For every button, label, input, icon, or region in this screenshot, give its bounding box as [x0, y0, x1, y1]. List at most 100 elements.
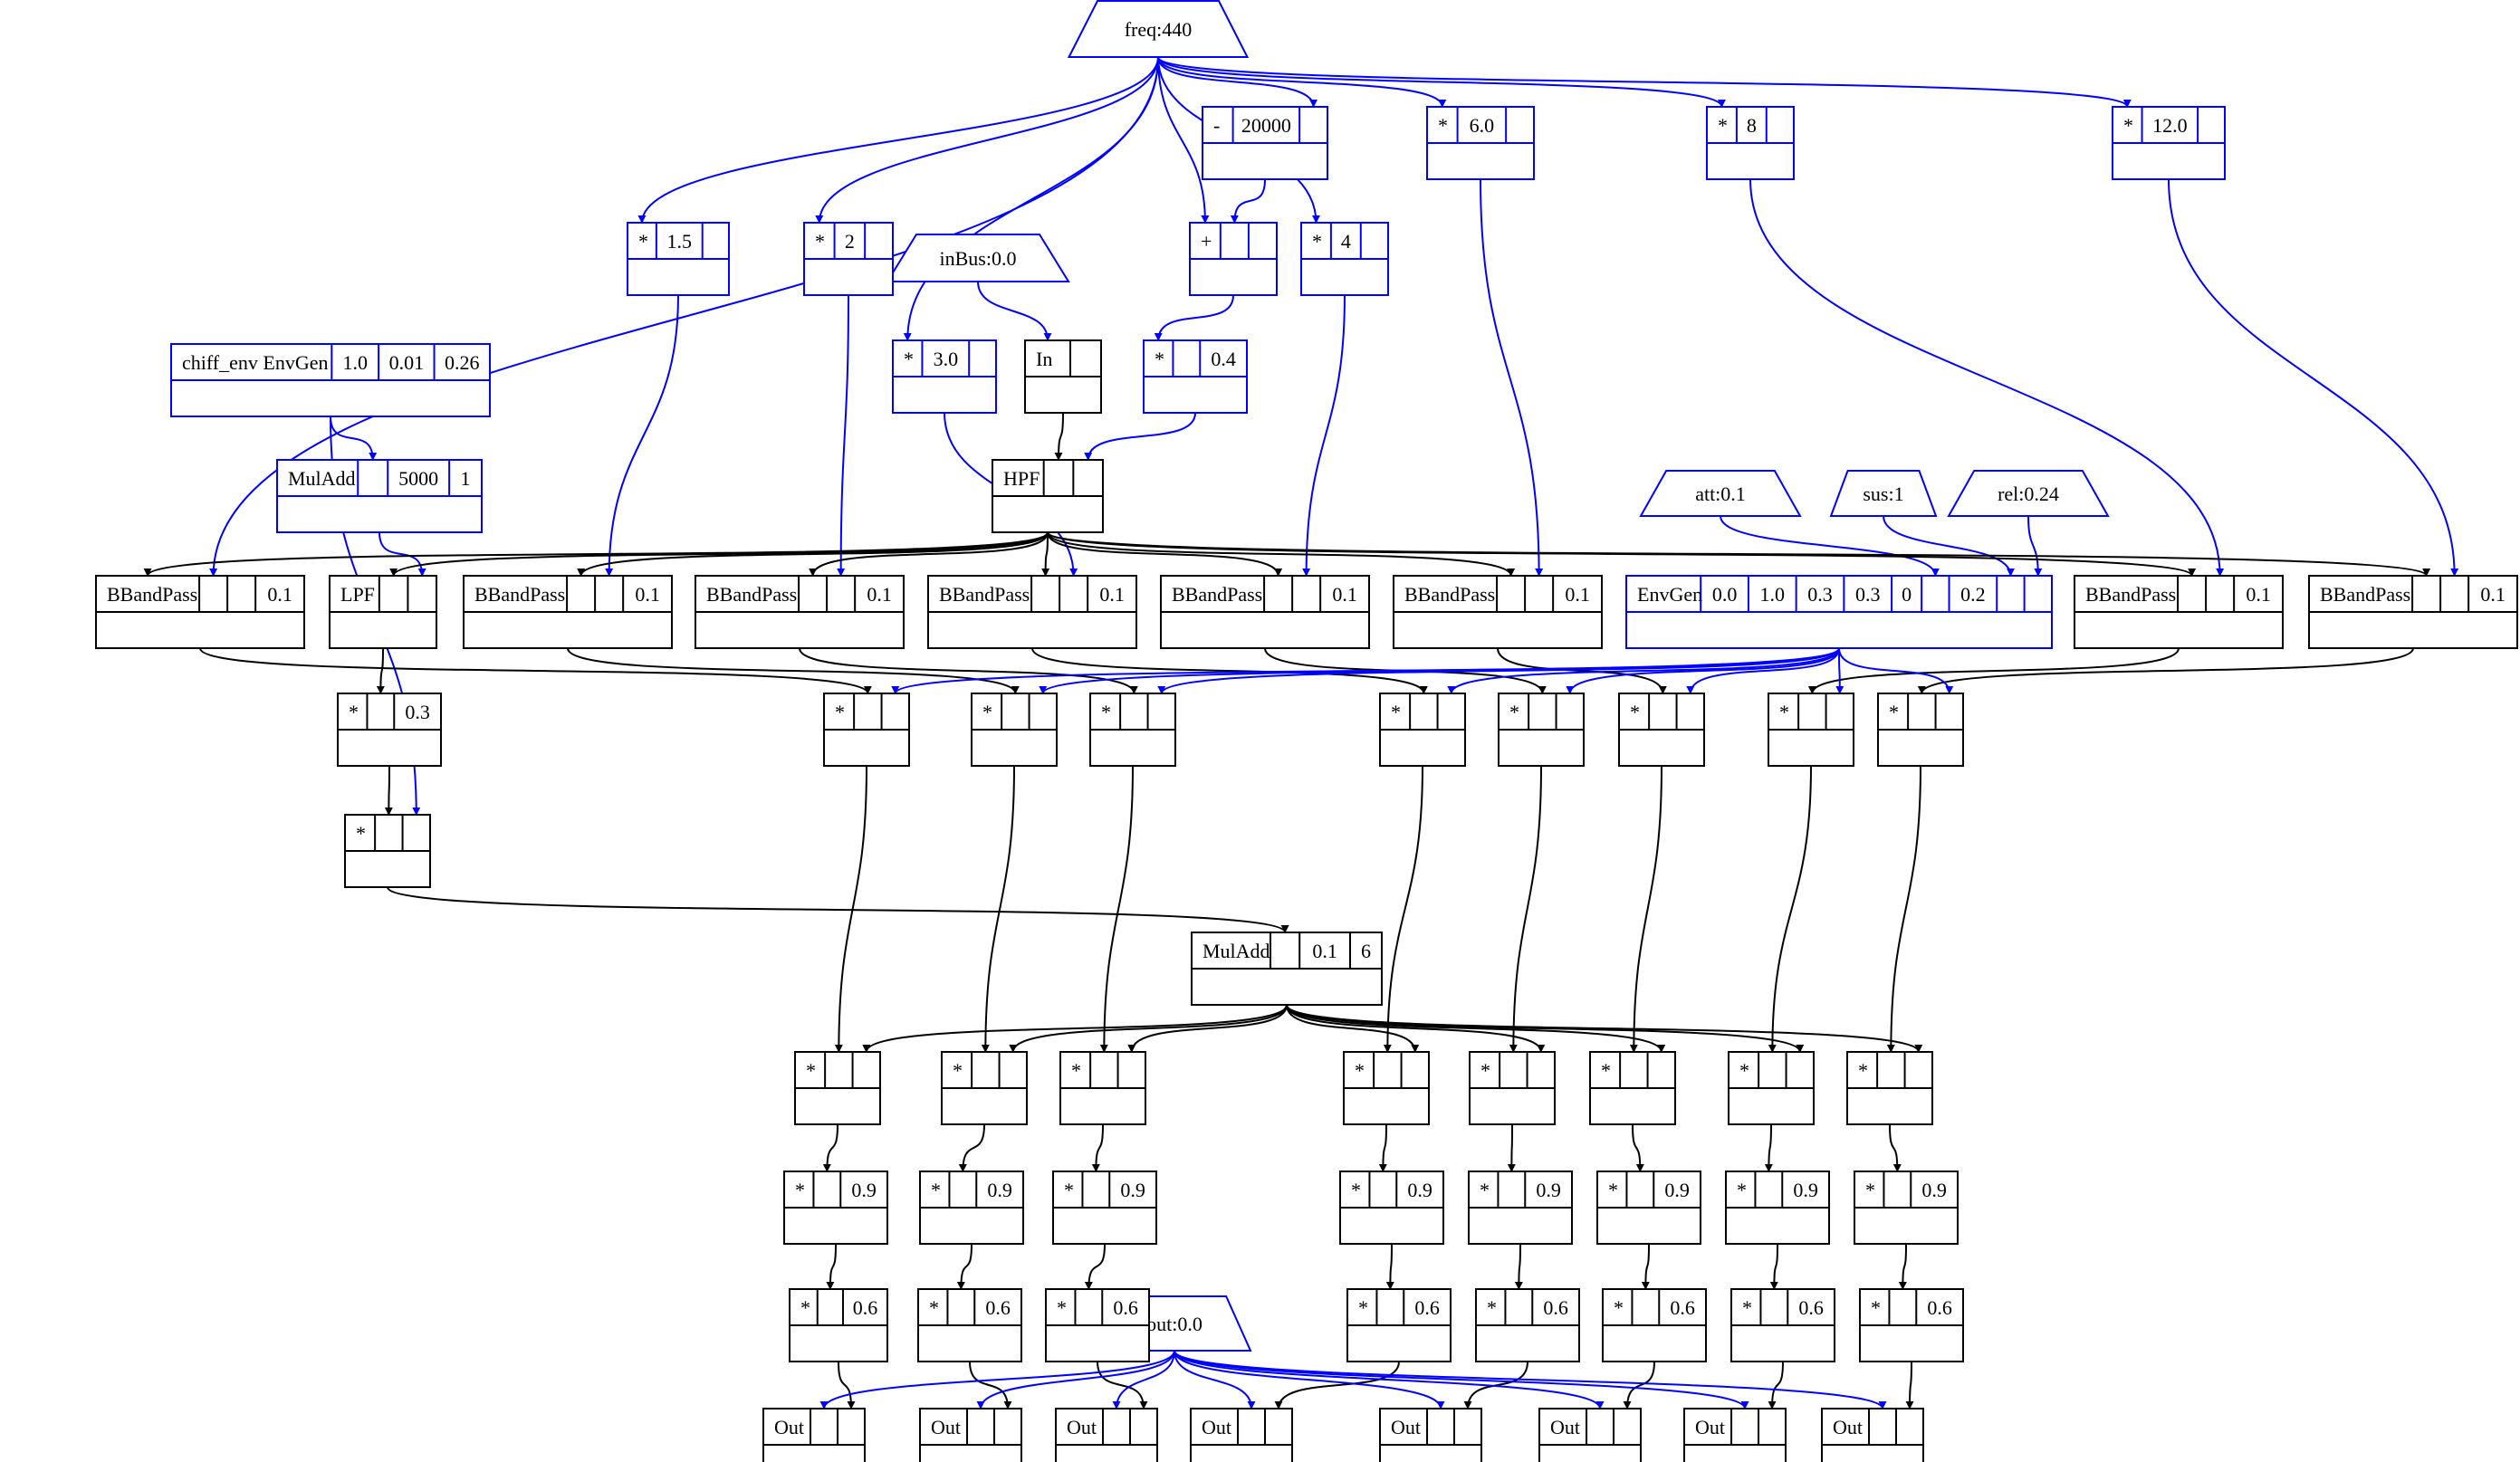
cell-label: * — [904, 348, 914, 370]
edge-muladd2-r6g — [1286, 1004, 1805, 1053]
cell-label: * — [1865, 1179, 1875, 1201]
edge-freq-m2 — [815, 56, 1159, 224]
cell-label: 0.1 — [1312, 940, 1337, 962]
cell-label: 0.1 — [635, 583, 660, 606]
cell-label: * — [806, 1059, 816, 1082]
cell-label: * — [1438, 114, 1448, 137]
edge-bp8-r4h — [1917, 647, 2414, 694]
edge-r7c-r8c — [1084, 1243, 1106, 1290]
edge-out-outa — [819, 1350, 1175, 1409]
edge-inbus-in — [977, 281, 1052, 341]
edge-r4h-r6h — [1886, 765, 1921, 1053]
node-m6: *6.0 — [1426, 106, 1535, 180]
edge-r7f-r8f — [1641, 1243, 1650, 1290]
edge-add-m04 — [1154, 294, 1234, 341]
cell-label: Out — [1550, 1416, 1580, 1438]
cell-label: * — [1718, 114, 1728, 137]
cell-label: * — [800, 1296, 810, 1319]
cell-label: 0.6 — [1927, 1296, 1952, 1319]
cell-label: BBandPass — [939, 583, 1030, 606]
cell-label: 0.4 — [1211, 348, 1236, 370]
input-sus: sus:1 — [1829, 470, 1938, 517]
node-mstar: * — [344, 814, 431, 888]
cell-label: * — [1064, 1179, 1074, 1201]
input-shape — [1829, 470, 1938, 517]
edge-in-hpf — [1054, 412, 1064, 461]
cell-label: * — [1351, 1179, 1361, 1201]
edge-r4d-r6d — [1383, 765, 1423, 1053]
input-rel: rel:0.24 — [1947, 470, 2110, 517]
edge-r8f-outf — [1623, 1361, 1655, 1409]
cell-label: LPF — [340, 583, 375, 606]
cell-label: * — [356, 822, 366, 845]
cell-label: 0.9 — [1664, 1179, 1690, 1201]
cell-label: 0.9 — [1921, 1179, 1947, 1201]
edge-muladd2-r6f — [1286, 1004, 1666, 1053]
node-r4c: * — [1089, 693, 1176, 767]
node-r4f: * — [1618, 693, 1705, 767]
cell-label: 2 — [845, 230, 855, 253]
edge-envgen-r4d — [1447, 647, 1840, 694]
cell-label: MulAdd — [1203, 940, 1270, 962]
cell-label: * — [1737, 1179, 1747, 1201]
edge-bp7-r4g — [1807, 647, 2180, 694]
edge-sub-add — [1230, 178, 1266, 224]
cell-label: 0.0 — [1712, 583, 1738, 606]
edge-r7b-r8b — [956, 1243, 973, 1290]
edge-r6g-r7g — [1764, 1123, 1773, 1172]
node-r6d: * — [1343, 1051, 1430, 1125]
cell-label: BBandPass — [2085, 583, 2176, 606]
node-r4b: * — [971, 693, 1058, 767]
node-r7d: * 0.9 — [1339, 1171, 1444, 1245]
node-outf: Out — [1538, 1408, 1642, 1462]
node-r8a: *0.6 — [789, 1288, 888, 1362]
node-r4d: * — [1379, 693, 1466, 767]
cell-label: 0.1 — [867, 583, 892, 606]
input-label: freq:440 — [1125, 18, 1193, 41]
edge-r8b-outb — [969, 1361, 1012, 1409]
node-r4h: * — [1877, 693, 1964, 767]
cell-label: * — [1509, 701, 1519, 723]
cell-label: Out — [1695, 1416, 1725, 1438]
edge-freq-sub — [1157, 56, 1318, 108]
node-r7h: * 0.9 — [1854, 1171, 1959, 1245]
edge-r8c-outc — [1097, 1361, 1148, 1409]
node-r6g: * — [1728, 1051, 1815, 1125]
cell-label: 0.1 — [267, 583, 292, 606]
cell-label: 0.01 — [389, 351, 425, 374]
cell-label: * — [1480, 1179, 1490, 1201]
node-r8e: *0.6 — [1475, 1288, 1580, 1362]
cell-label: * — [1101, 701, 1111, 723]
cell-label: Out — [931, 1416, 961, 1438]
input-shape — [1947, 470, 2110, 517]
input-label: out:0.0 — [1146, 1313, 1203, 1335]
cell-label: 0.3 — [405, 701, 430, 723]
cell-label: BBandPass — [107, 583, 197, 606]
node-outa: Out — [762, 1408, 866, 1462]
cell-label: 0.9 — [1407, 1179, 1432, 1201]
edge-r8g-outg — [1768, 1361, 1784, 1409]
node-m04: *0.4 — [1143, 339, 1248, 414]
edge-r4b-r6b — [981, 765, 1015, 1053]
cell-label: * — [1614, 1296, 1624, 1319]
edge-hpf-bp4 — [1041, 531, 1050, 577]
cell-label: BBandPass — [706, 583, 797, 606]
cell-label: * — [982, 701, 992, 723]
edge-r7e-r8e — [1514, 1243, 1523, 1290]
edge-bp1-r4a — [199, 647, 872, 694]
cell-label: 0.6 — [1113, 1296, 1138, 1319]
edge-r7a-r8a — [826, 1243, 837, 1290]
node-r7e: *0.9 — [1468, 1171, 1573, 1245]
node-r7f: *0.9 — [1596, 1171, 1701, 1245]
node-r7g: *0.9 — [1725, 1171, 1830, 1245]
cell-label: 0.6 — [1670, 1296, 1695, 1319]
edge-bp6-r4f — [1497, 647, 1667, 694]
input-shape — [886, 234, 1070, 282]
cell-label: 0.26 — [445, 351, 480, 374]
edge-m15-bp2 — [605, 294, 679, 577]
